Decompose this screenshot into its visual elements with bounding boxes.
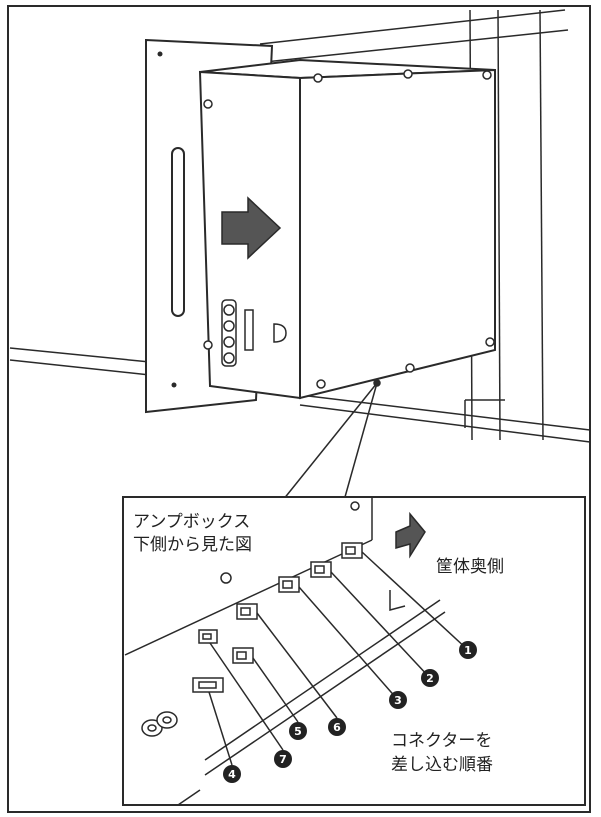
plate-slot: [171, 147, 185, 317]
cabinet-rear-arrow-icon: [395, 511, 426, 559]
svg-text:5: 5: [294, 725, 302, 738]
svg-text:1: 1: [464, 644, 472, 657]
detail-inset: 1 2 3 4 5 6 7: [122, 496, 586, 806]
connector-2: [310, 561, 431, 679]
connector-7: [198, 629, 284, 751]
cabinet-interior: [9, 9, 591, 443]
connector-5: [232, 647, 299, 723]
amp-box-d-mark: [273, 323, 287, 343]
order-caption-line2: 差し込む順番: [391, 755, 493, 775]
bottom-jacks: [141, 711, 178, 737]
connector-6: [236, 603, 338, 719]
cabinet-rear-label: 筐体奥側: [436, 557, 504, 577]
amp-box-right-face: [299, 68, 496, 400]
order-badge-4: 4: [223, 765, 241, 783]
connector-1: [341, 542, 469, 651]
order-badge-3: 3: [389, 691, 407, 709]
svg-text:2: 2: [426, 672, 434, 685]
order-badge-1: 1: [459, 641, 477, 659]
order-badge-6: 6: [328, 718, 346, 736]
amp-box: [198, 58, 496, 400]
view-caption-line1: アンプボックス: [133, 512, 250, 532]
figure-border: [7, 5, 591, 813]
connectors: [192, 542, 469, 766]
callout-leader: [282, 379, 381, 501]
view-caption-line2: 下側から見た図: [133, 535, 252, 555]
order-badge-7: 7: [274, 750, 292, 768]
order-badge-2: 2: [421, 669, 439, 687]
svg-text:3: 3: [394, 694, 402, 707]
svg-text:7: 7: [279, 753, 287, 766]
svg-text:6: 6: [333, 721, 341, 734]
svg-text:4: 4: [228, 768, 236, 781]
order-badges: 1 2 3 4 5 6 7: [223, 641, 477, 783]
amp-box-jacks: [221, 299, 254, 367]
connector-4: [192, 677, 233, 766]
connector-3: [278, 576, 399, 701]
order-caption-line1: コネクターを: [391, 731, 492, 751]
insert-direction-arrow-icon: [221, 196, 282, 260]
order-badge-5: 5: [289, 722, 307, 740]
